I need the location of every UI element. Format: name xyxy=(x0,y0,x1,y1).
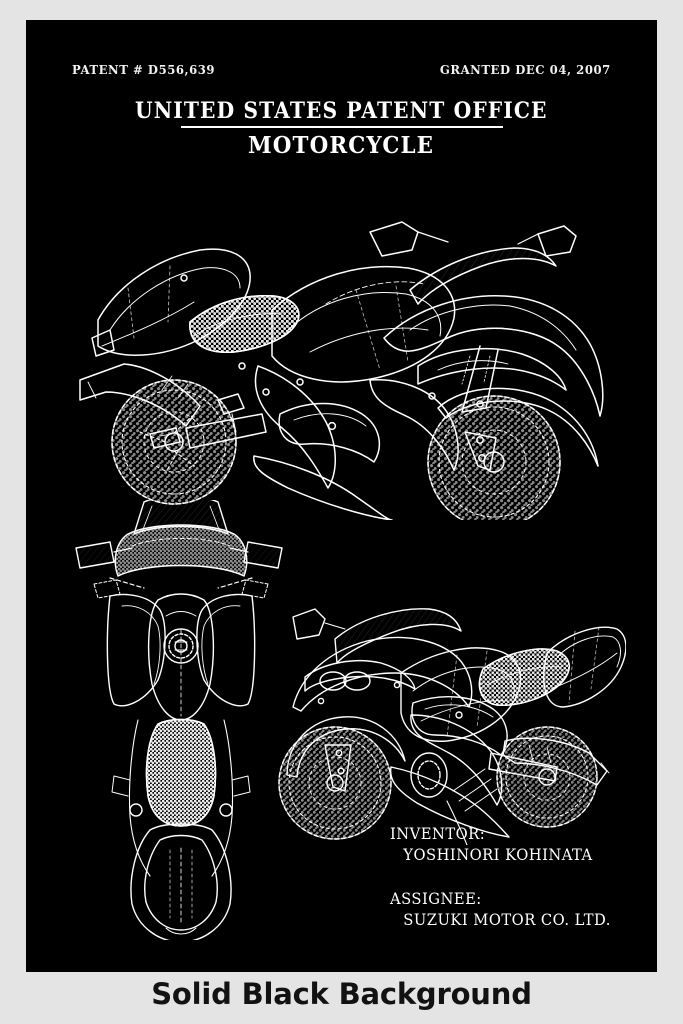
brake-assembly-side xyxy=(410,752,448,798)
document-title-wrap: MOTORCYCLE xyxy=(26,132,657,159)
patent-office-title: UNITED STATES PATENT OFFICE xyxy=(135,98,548,124)
granted-date-text: GRANTED DEC 04, 2007 xyxy=(440,62,611,77)
rider-seat xyxy=(189,294,300,353)
fuel-tank xyxy=(271,265,456,383)
front-wheel-side xyxy=(278,726,392,840)
front-fairing xyxy=(369,247,604,471)
document-title: MOTORCYCLE xyxy=(248,132,435,159)
credits-block: INVENTOR: YOSHINORI KOHINATA ASSIGNEE: S… xyxy=(390,825,650,929)
exhaust-headers-side xyxy=(446,768,498,845)
front-fork xyxy=(461,345,499,413)
footpeg xyxy=(217,393,245,433)
motorcycle-main-view-figure xyxy=(66,170,636,520)
fuel-tank-top xyxy=(147,593,215,721)
engine-frame-side xyxy=(389,696,558,838)
inventor-name: YOSHINORI KOHINATA xyxy=(403,846,593,864)
assignee-name: SUZUKI MOTOR CO. LTD. xyxy=(403,911,611,929)
fairing-shoulders-top xyxy=(106,593,256,707)
front-fender-side xyxy=(286,716,406,792)
patent-black-panel: PATENT # D556,639 GRANTED DEC 04, 2007 U… xyxy=(26,20,657,972)
bottom-caption-text: Solid Black Background xyxy=(151,977,532,1011)
title-underline-rule xyxy=(180,126,503,128)
rider-seat-top xyxy=(145,718,217,827)
inventor-label: INVENTOR: xyxy=(390,825,486,843)
reference-marks xyxy=(180,274,304,396)
upper-fairing-top xyxy=(93,524,269,599)
tail-section-top xyxy=(130,823,232,940)
rear-wheel-side xyxy=(496,726,598,828)
exhaust-muffler-side xyxy=(502,737,610,786)
rear-wheel xyxy=(111,379,237,505)
patent-header-row: PATENT # D556,639 GRANTED DEC 04, 2007 xyxy=(26,62,657,82)
front-fender xyxy=(437,387,599,471)
front-fairing-side xyxy=(292,608,473,712)
exhaust-muffler xyxy=(79,363,201,449)
motorcycle-top-view-figure xyxy=(66,500,296,940)
patent-number-text: PATENT # D556,639 xyxy=(72,62,216,77)
motorcycle-side-view-figure xyxy=(271,595,626,845)
engine-and-frame xyxy=(185,365,393,520)
rear-subframe-top xyxy=(111,719,251,877)
tail-cowl-side xyxy=(543,626,626,708)
front-wheel xyxy=(427,395,561,520)
headlight xyxy=(417,347,567,391)
rider-seat-side xyxy=(478,648,570,706)
tail-cowl xyxy=(91,248,251,357)
mirrors xyxy=(369,221,577,257)
credits-spacer xyxy=(390,864,650,890)
office-title-wrap: UNITED STATES PATENT OFFICE xyxy=(26,98,657,127)
assignee-label: ASSIGNEE: xyxy=(390,890,482,908)
